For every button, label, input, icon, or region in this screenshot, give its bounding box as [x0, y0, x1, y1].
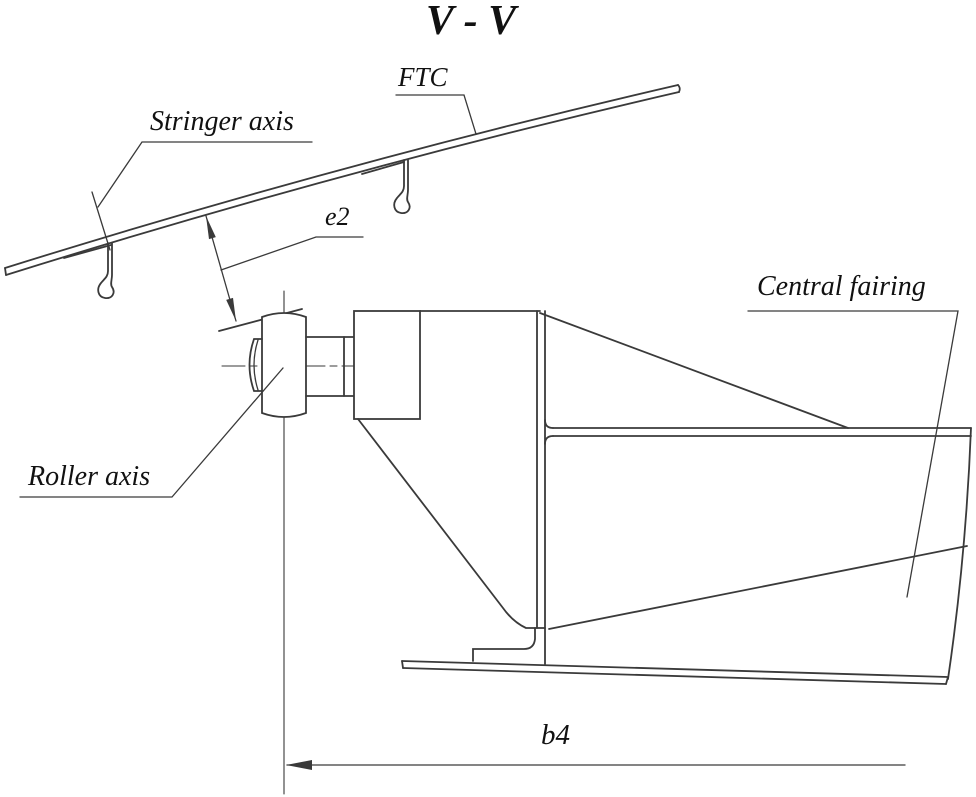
bottom-skin-panel — [401, 660, 949, 685]
view-title: V - V — [425, 0, 517, 44]
label-b4: b4 — [541, 719, 570, 751]
bracket-diagonal-brace — [357, 418, 546, 629]
label-stringer-axis: Stringer axis — [150, 106, 294, 137]
label-ftc: FTC — [398, 62, 448, 92]
roller-axis-leader — [19, 367, 284, 498]
web-foot-angle-clip — [472, 627, 536, 662]
b4-dimension — [286, 760, 906, 770]
central-fairing-leader — [747, 310, 959, 598]
label-central-fairing: Central fairing — [757, 271, 926, 302]
stringer-axis-tick — [91, 191, 111, 251]
fairing-trailing-edge — [947, 427, 972, 680]
fairing-flange — [544, 419, 972, 445]
stringer-profile-right — [361, 159, 411, 214]
stringer-profile-left — [63, 242, 115, 299]
label-e2: e2 — [325, 202, 350, 231]
roller-bolt-shaft — [305, 336, 355, 397]
ftc-skin-panel — [4, 84, 681, 276]
label-roller-axis: Roller axis — [28, 461, 151, 492]
e2-dimension — [205, 215, 364, 332]
fairing-inner-diagonal — [548, 545, 968, 630]
fairing-web — [536, 310, 546, 665]
roller — [261, 312, 307, 418]
ftc-leader — [395, 94, 477, 135]
bolt-dome-washer — [248, 338, 263, 392]
fairing-top-edge — [539, 312, 849, 429]
stringer-axis-leader — [97, 141, 313, 208]
roller-bracket-block — [353, 310, 421, 420]
